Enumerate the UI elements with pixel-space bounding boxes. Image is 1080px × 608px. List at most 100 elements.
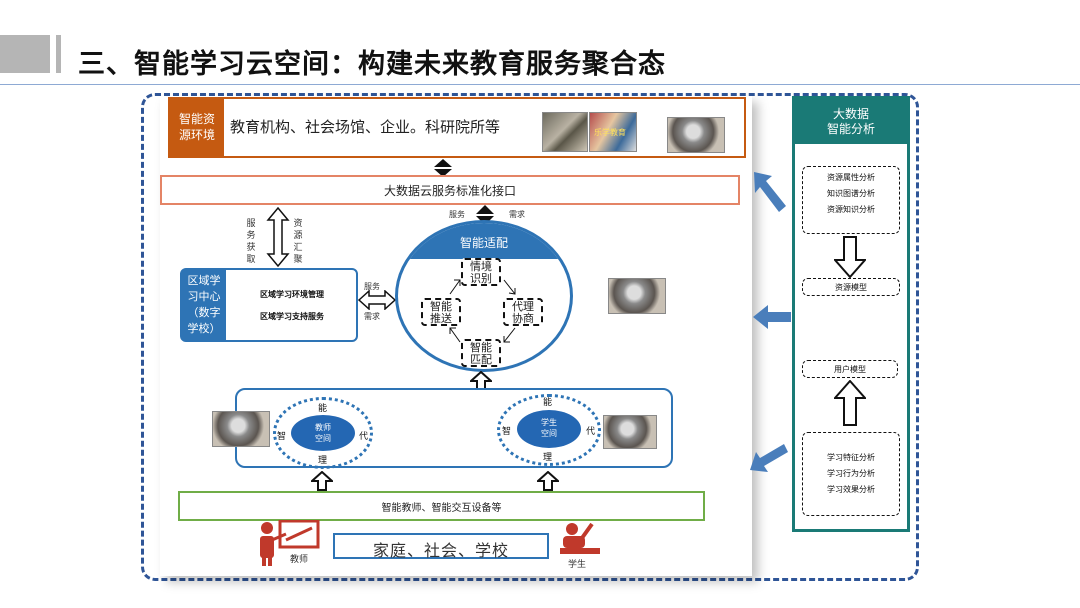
regional-learning-center-label: 区域学 习中心 （数字 学校）: [182, 270, 226, 340]
horizontal-double-arrow-icon: [358, 290, 396, 310]
student-ring-left: 智: [502, 427, 512, 437]
student-space-line2: 空间: [541, 429, 557, 438]
resource-model-label: 资源模型: [835, 283, 867, 292]
resource-model-box: [802, 278, 900, 296]
home-society-school-text: 家庭、社会、学校: [372, 541, 509, 560]
student-space-ring: [497, 394, 601, 466]
smart-devices-bar: [178, 491, 705, 521]
teacher-at-board-icon: [260, 520, 320, 566]
block-arrow-icon: [753, 305, 791, 329]
robot-photo-student: [603, 415, 657, 449]
outer-dashed-frame: [141, 93, 919, 581]
node-line: 智能: [430, 300, 452, 313]
resource-environment-label-line1: 智能资: [178, 112, 215, 126]
student-space-line1: 学生: [541, 418, 557, 427]
node-context-recognition: 情境 识别: [461, 258, 501, 286]
teacher-ring-top: 能: [318, 404, 328, 414]
user-model-label: 用户模型: [834, 365, 866, 374]
teacher-ring-left: 智: [277, 432, 287, 442]
region-environment-management: 区域学习环境管理: [260, 290, 324, 299]
student-label: 学生: [568, 560, 587, 570]
learning-analysis-item: 学习行为分析: [827, 469, 875, 478]
region-label-line: 习中心: [187, 290, 221, 303]
region-label-line: 区域学: [187, 274, 221, 287]
student-ring-top: 能: [543, 398, 553, 408]
bigdata-title-line1: 大数据: [832, 107, 869, 121]
student-space: 学生 空间: [517, 410, 581, 448]
node-line: 情境: [470, 260, 492, 273]
museum-photo: [542, 112, 588, 152]
page-title: 三、智能学习云空间：构建未来教育服务聚合态: [78, 49, 666, 80]
double-arrow-icon: [434, 159, 452, 177]
resource-environment-label-line2: 源环境: [178, 128, 215, 142]
node-line: 推送: [430, 312, 452, 325]
demand-label: 需求: [509, 210, 525, 219]
up-arrow-icon: [311, 471, 333, 491]
resource-gather-char: 资: [293, 219, 303, 229]
teacher-space: 教师 空间: [291, 415, 355, 451]
smart-devices-text: 智能教师、智能交互设备等: [381, 503, 502, 514]
learning-analysis-item: 学习效果分析: [827, 485, 875, 494]
region-service-label: 服务: [364, 282, 380, 291]
teacher-space-line1: 教师: [315, 423, 331, 432]
node-line: 识别: [470, 272, 492, 285]
resource-gather-char: 汇: [293, 243, 303, 253]
block-arrow-icon: [754, 172, 786, 212]
bigdata-analysis-header: 大数据 智能分析: [795, 99, 907, 144]
user-model-box: [802, 360, 898, 378]
region-demand-label: 需求: [364, 312, 380, 321]
student-ring-bottom: 理: [543, 453, 553, 463]
teacher-ring-bottom: 理: [318, 456, 328, 466]
teacher-space-line2: 空间: [315, 434, 331, 443]
robot-photo-teacher: [212, 411, 270, 447]
service-fetch-label: 服 务 获 取: [245, 218, 257, 266]
learning-analysis-item: 学习特征分析: [827, 453, 875, 462]
bigdata-title-line2: 智能分析: [826, 122, 875, 136]
up-arrow-icon: [537, 471, 559, 491]
region-label-line: （数字: [187, 306, 221, 319]
service-fetch-char: 服: [246, 219, 256, 229]
robot-photo-middle: [608, 278, 666, 314]
resource-analysis-box: [802, 166, 900, 234]
region-support-service: 区域学习支持服务: [260, 312, 324, 321]
robot-photo-top: [667, 117, 725, 153]
resource-gather-char: 源: [293, 231, 303, 241]
title-decor-bar: [56, 35, 61, 73]
node-smart-push: 智能 推送: [421, 298, 461, 326]
block-arrow-icon: [750, 444, 788, 472]
learning-analysis-box: [802, 432, 900, 516]
teacher-ring-right: 代: [359, 432, 369, 442]
vertical-double-arrow-icon: [266, 207, 290, 267]
node-agent-negotiation: 代理 协商: [503, 298, 543, 326]
resource-gather-char: 聚: [293, 255, 303, 265]
education-photo-caption: 乐学教育: [594, 128, 626, 137]
resource-environment-text: 教育机构、社会场馆、企业。科研院所等: [230, 118, 501, 136]
teacher-space-ring: [273, 397, 373, 469]
title-decor-block: [0, 35, 50, 73]
teacher-label: 教师: [290, 555, 309, 565]
service-fetch-char: 获: [246, 243, 256, 253]
node-smart-matching: 智能 匹配: [461, 339, 501, 367]
resource-gather-label: 资 源 汇 聚: [292, 218, 304, 266]
title-divider: [0, 84, 1080, 85]
cycle-arrows-icon: [449, 279, 516, 343]
service-fetch-char: 取: [246, 255, 256, 265]
resource-analysis-item: 资源属性分析: [827, 173, 875, 182]
down-arrow-icon: [834, 236, 866, 278]
node-line: 代理: [512, 300, 534, 313]
node-line: 协商: [512, 312, 534, 325]
region-label-line: 学校）: [187, 322, 221, 335]
resource-environment-box: [168, 97, 746, 158]
student-ring-right: 代: [586, 427, 596, 437]
resource-analysis-item: 资源知识分析: [827, 205, 875, 214]
standard-interface-bar: [160, 175, 740, 205]
node-line: 匹配: [470, 353, 492, 366]
service-label: 服务: [449, 210, 465, 219]
standard-interface-text: 大数据云服务标准化接口: [383, 184, 516, 198]
smart-adaptation-header-band: [398, 223, 570, 259]
resource-analysis-item: 知识图谱分析: [827, 189, 875, 198]
student-raising-hand-icon: [560, 522, 600, 554]
education-photo: 乐学教育: [589, 112, 637, 152]
home-society-school-box: [333, 533, 549, 559]
service-fetch-char: 务: [246, 231, 256, 241]
